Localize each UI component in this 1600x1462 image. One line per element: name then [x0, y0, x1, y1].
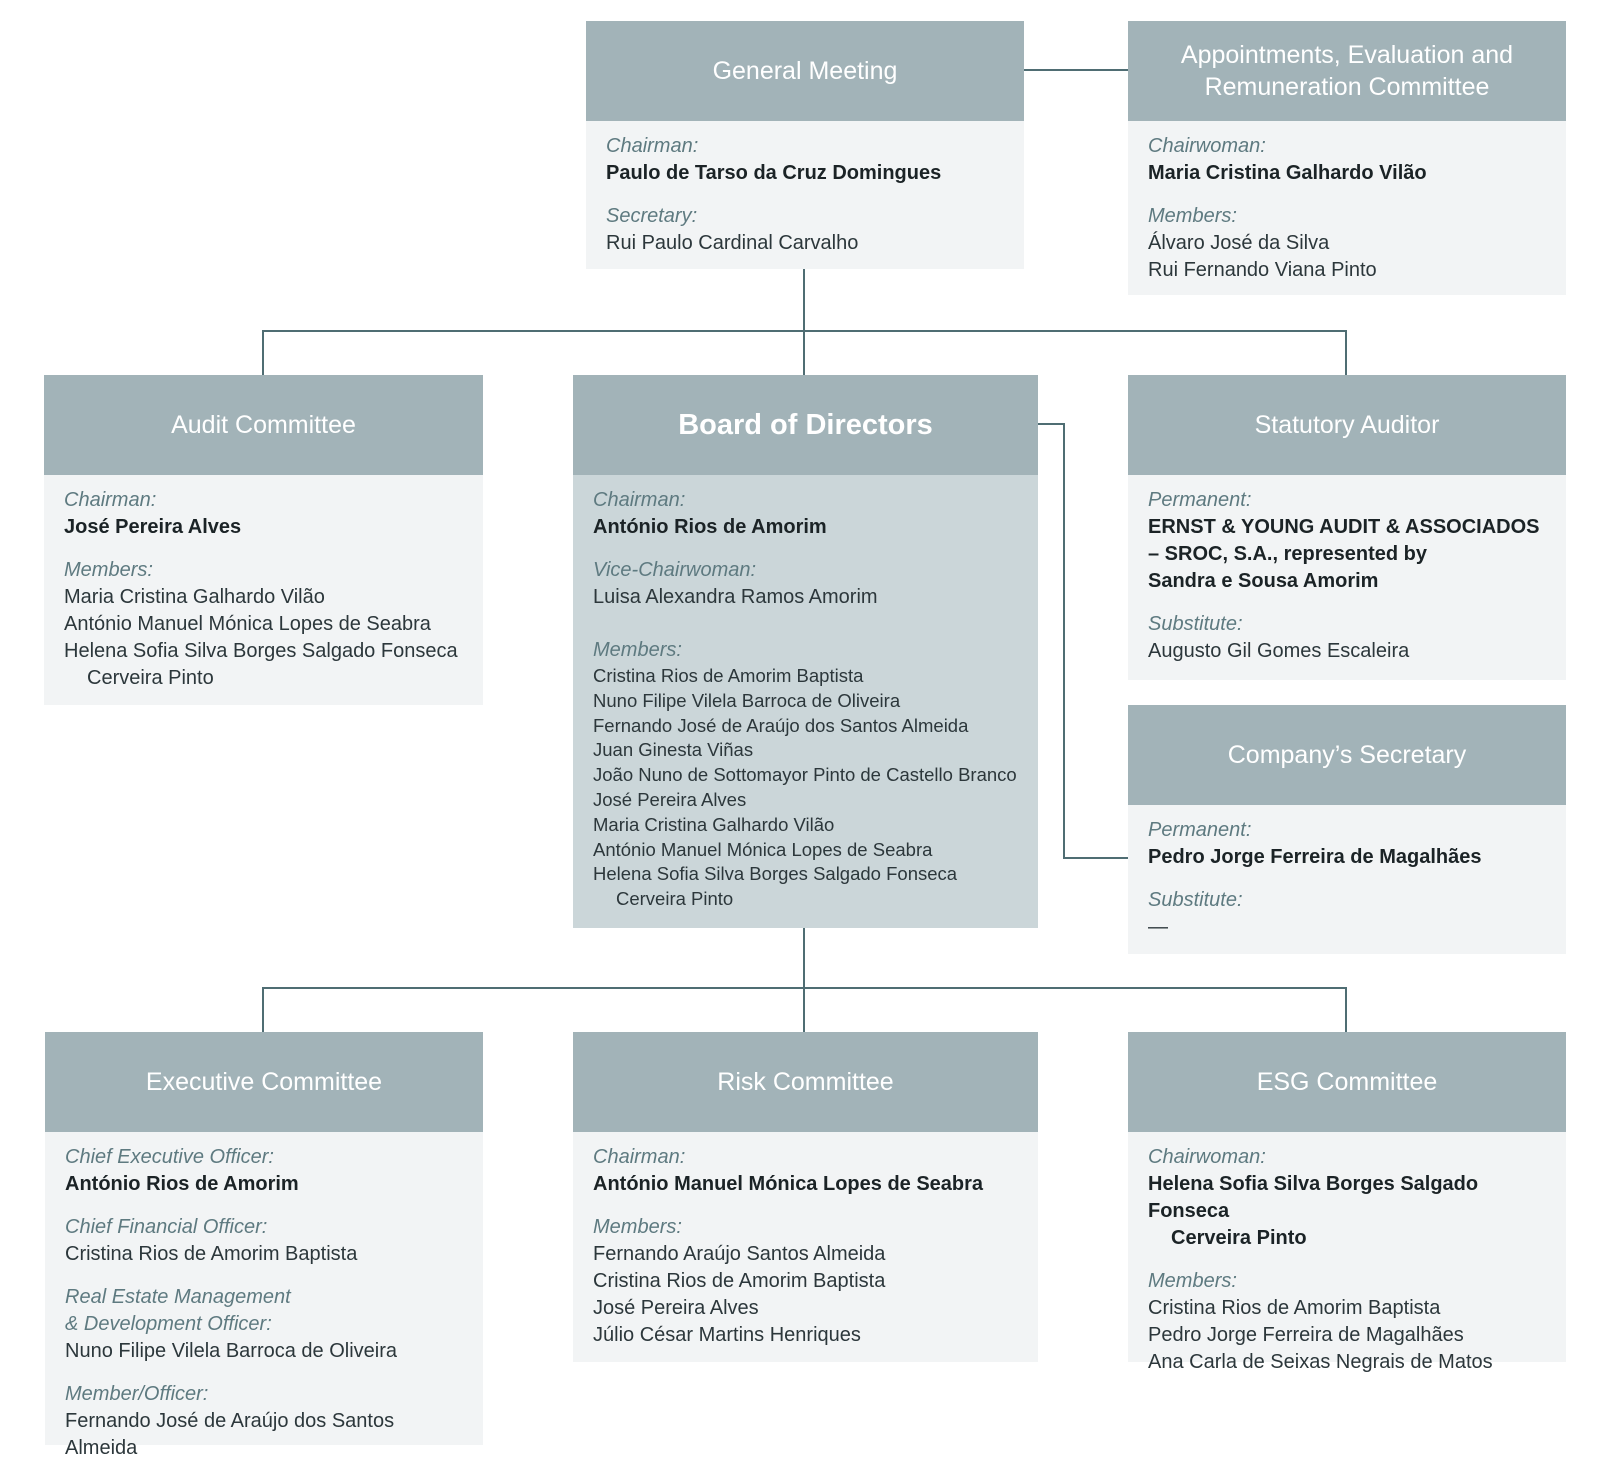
executive-committee-panel: Chief Executive Officer: António Rios de…: [45, 1132, 483, 1459]
member-name-continued: Cerveira Pinto: [87, 667, 214, 689]
substitute-role: Substitute:: [1148, 613, 1243, 635]
member-name: Helena Sofia Silva Borges Salgado Fonsec…: [64, 640, 458, 662]
member-name: Júlio César Martins Henriques: [593, 1324, 861, 1346]
ceo-role: Chief Executive Officer:: [65, 1146, 274, 1168]
member-name: Pedro Jorge Ferreira de Magalhães: [1148, 1324, 1464, 1346]
board-of-directors-title: Board of Directors: [573, 375, 1038, 475]
real-estate-role: Real Estate Management: [65, 1286, 291, 1308]
member-name: João Nuno de Sottomayor Pinto de Castell…: [593, 764, 1017, 786]
permanent-name: Pedro Jorge Ferreira de Magalhães: [1148, 846, 1482, 868]
statutory-auditor-box: Statutory Auditor Permanent: ERNST & YOU…: [1128, 375, 1566, 680]
appointments-committee-panel: Chairwoman: Maria Cristina Galhardo Vilã…: [1128, 121, 1566, 295]
connector-top-branch: [262, 330, 1347, 375]
member-name: Cristina Rios de Amorim Baptista: [593, 665, 864, 686]
substitute-name: —: [1148, 916, 1168, 938]
chair-name: Paulo de Tarso da Cruz Domingues: [606, 162, 942, 184]
chair-name: Helena Sofia Silva Borges Salgado Fonsec…: [1148, 1173, 1479, 1222]
audit-committee-title: Audit Committee: [44, 375, 483, 475]
appointments-committee-box: Appointments, Evaluation and Remuneratio…: [1128, 21, 1566, 295]
company-secretary-panel: Permanent: Pedro Jorge Ferreira de Magal…: [1128, 805, 1566, 954]
member-name: Maria Cristina Galhardo Vilão: [593, 813, 835, 835]
esg-committee-box: ESG Committee Chairwoman: Helena Sofia S…: [1128, 1032, 1566, 1373]
member-name: António Manuel Mónica Lopes de Seabra: [593, 838, 933, 860]
member-name: Cristina Rios de Amorim Baptista: [593, 1270, 886, 1292]
member-name: Maria Cristina Galhardo Vilão: [64, 586, 325, 608]
general-meeting-box: General Meeting Chairman: Paulo de Tarso…: [586, 21, 1024, 269]
member-name: Helena Sofia Silva Borges Salgado Fonsec…: [593, 863, 958, 885]
secretary-role: Secretary:: [606, 205, 698, 227]
member-officer-name: Fernando José de Araújo dos Santos Almei…: [65, 1410, 395, 1459]
substitute-name: Augusto Gil Gomes Escaleira: [1148, 640, 1410, 662]
ceo-name: António Rios de Amorim: [65, 1173, 299, 1195]
member-name: José Pereira Alves: [593, 788, 747, 810]
permanent-line: ERNST & YOUNG AUDIT & ASSOCIADOS: [1148, 516, 1540, 538]
vice-chair-name: Luisa Alexandra Ramos Amorim: [593, 586, 878, 608]
general-meeting-panel: Chairman: Paulo de Tarso da Cruz Domingu…: [586, 121, 1024, 269]
executive-committee-title: Executive Committee: [45, 1032, 483, 1132]
members-role: Members:: [1148, 205, 1237, 227]
member-name: Álvaro José da Silva: [1148, 232, 1330, 254]
member-name: Juan Ginesta Viñas: [593, 739, 754, 761]
chair-name-continued: Cerveira Pinto: [1171, 1227, 1307, 1249]
members-role: Members:: [593, 1216, 682, 1238]
member-name: António Manuel Mónica Lopes de Seabra: [64, 613, 431, 635]
member-name: Fernando José de Araújo dos Santos Almei…: [593, 714, 969, 736]
members-role: Members:: [64, 559, 153, 581]
substitute-role: Substitute:: [1148, 889, 1243, 911]
esg-committee-title: ESG Committee: [1128, 1032, 1566, 1132]
connector-board-secretary: [1037, 423, 1128, 859]
chair-role: Chairwoman:: [1148, 135, 1266, 157]
risk-committee-title: Risk Committee: [573, 1032, 1038, 1132]
chair-name: António Rios de Amorim: [593, 516, 827, 538]
member-name: José Pereira Alves: [593, 1297, 759, 1319]
audit-committee-panel: Chairman: José Pereira Alves Members: Ma…: [44, 475, 483, 705]
audit-committee-box: Audit Committee Chairman: José Pereira A…: [44, 375, 483, 705]
chair-name: António Manuel Mónica Lopes de Seabra: [593, 1173, 984, 1195]
member-name: Ana Carla de Seixas Negrais de Matos: [1148, 1351, 1493, 1373]
connector-bottom-branch: [262, 987, 1347, 1032]
permanent-line: – SROC, S.A., represented by: [1148, 543, 1427, 565]
chair-role: Chairman:: [64, 489, 157, 511]
chair-name: Maria Cristina Galhardo Vilão: [1148, 162, 1427, 184]
cfo-role: Chief Financial Officer:: [65, 1216, 268, 1238]
chair-role: Chairman:: [593, 489, 686, 511]
member-name: Cristina Rios de Amorim Baptista: [1148, 1297, 1441, 1319]
members-role: Members:: [593, 639, 682, 661]
member-name: Fernando Araújo Santos Almeida: [593, 1243, 886, 1265]
company-secretary-title: Company’s Secretary: [1128, 705, 1566, 805]
member-name: Rui Fernando Viana Pinto: [1148, 259, 1377, 281]
real-estate-role-continued: & Development Officer:: [65, 1313, 272, 1335]
member-name-continued: Cerveira Pinto: [616, 888, 734, 910]
board-of-directors-box: Board of Directors Chairman: António Rio…: [573, 375, 1038, 928]
cfo-name: Cristina Rios de Amorim Baptista: [65, 1243, 358, 1265]
general-meeting-title: General Meeting: [586, 21, 1024, 121]
statutory-auditor-panel: Permanent: ERNST & YOUNG AUDIT & ASSOCIA…: [1128, 475, 1566, 680]
company-secretary-box: Company’s Secretary Permanent: Pedro Jor…: [1128, 705, 1566, 954]
vice-chair-role: Vice-Chairwoman:: [593, 559, 757, 581]
chair-role: Chairwoman:: [1148, 1146, 1266, 1168]
chair-role: Chairman:: [606, 135, 699, 157]
board-panel: Chairman: António Rios de Amorim Vice-Ch…: [573, 475, 1038, 928]
permanent-role: Permanent:: [1148, 819, 1252, 841]
member-officer-role: Member/Officer:: [65, 1383, 209, 1405]
real-estate-name: Nuno Filipe Vilela Barroca de Oliveira: [65, 1340, 398, 1362]
appointments-committee-title: Appointments, Evaluation and Remuneratio…: [1128, 21, 1566, 121]
secretary-name: Rui Paulo Cardinal Carvalho: [606, 232, 859, 254]
members-role: Members:: [1148, 1270, 1237, 1292]
chair-name: José Pereira Alves: [64, 516, 242, 538]
member-name: Nuno Filipe Vilela Barroca de Oliveira: [593, 689, 901, 711]
statutory-auditor-title: Statutory Auditor: [1128, 375, 1566, 475]
esg-committee-panel: Chairwoman: Helena Sofia Silva Borges Sa…: [1128, 1132, 1566, 1373]
permanent-role: Permanent:: [1148, 489, 1252, 511]
executive-committee-box: Executive Committee Chief Executive Offi…: [45, 1032, 483, 1459]
risk-committee-panel: Chairman: António Manuel Mónica Lopes de…: [573, 1132, 1038, 1362]
chair-role: Chairman:: [593, 1146, 686, 1168]
risk-committee-box: Risk Committee Chairman: António Manuel …: [573, 1032, 1038, 1362]
permanent-line: Sandra e Sousa Amorim: [1148, 570, 1379, 592]
